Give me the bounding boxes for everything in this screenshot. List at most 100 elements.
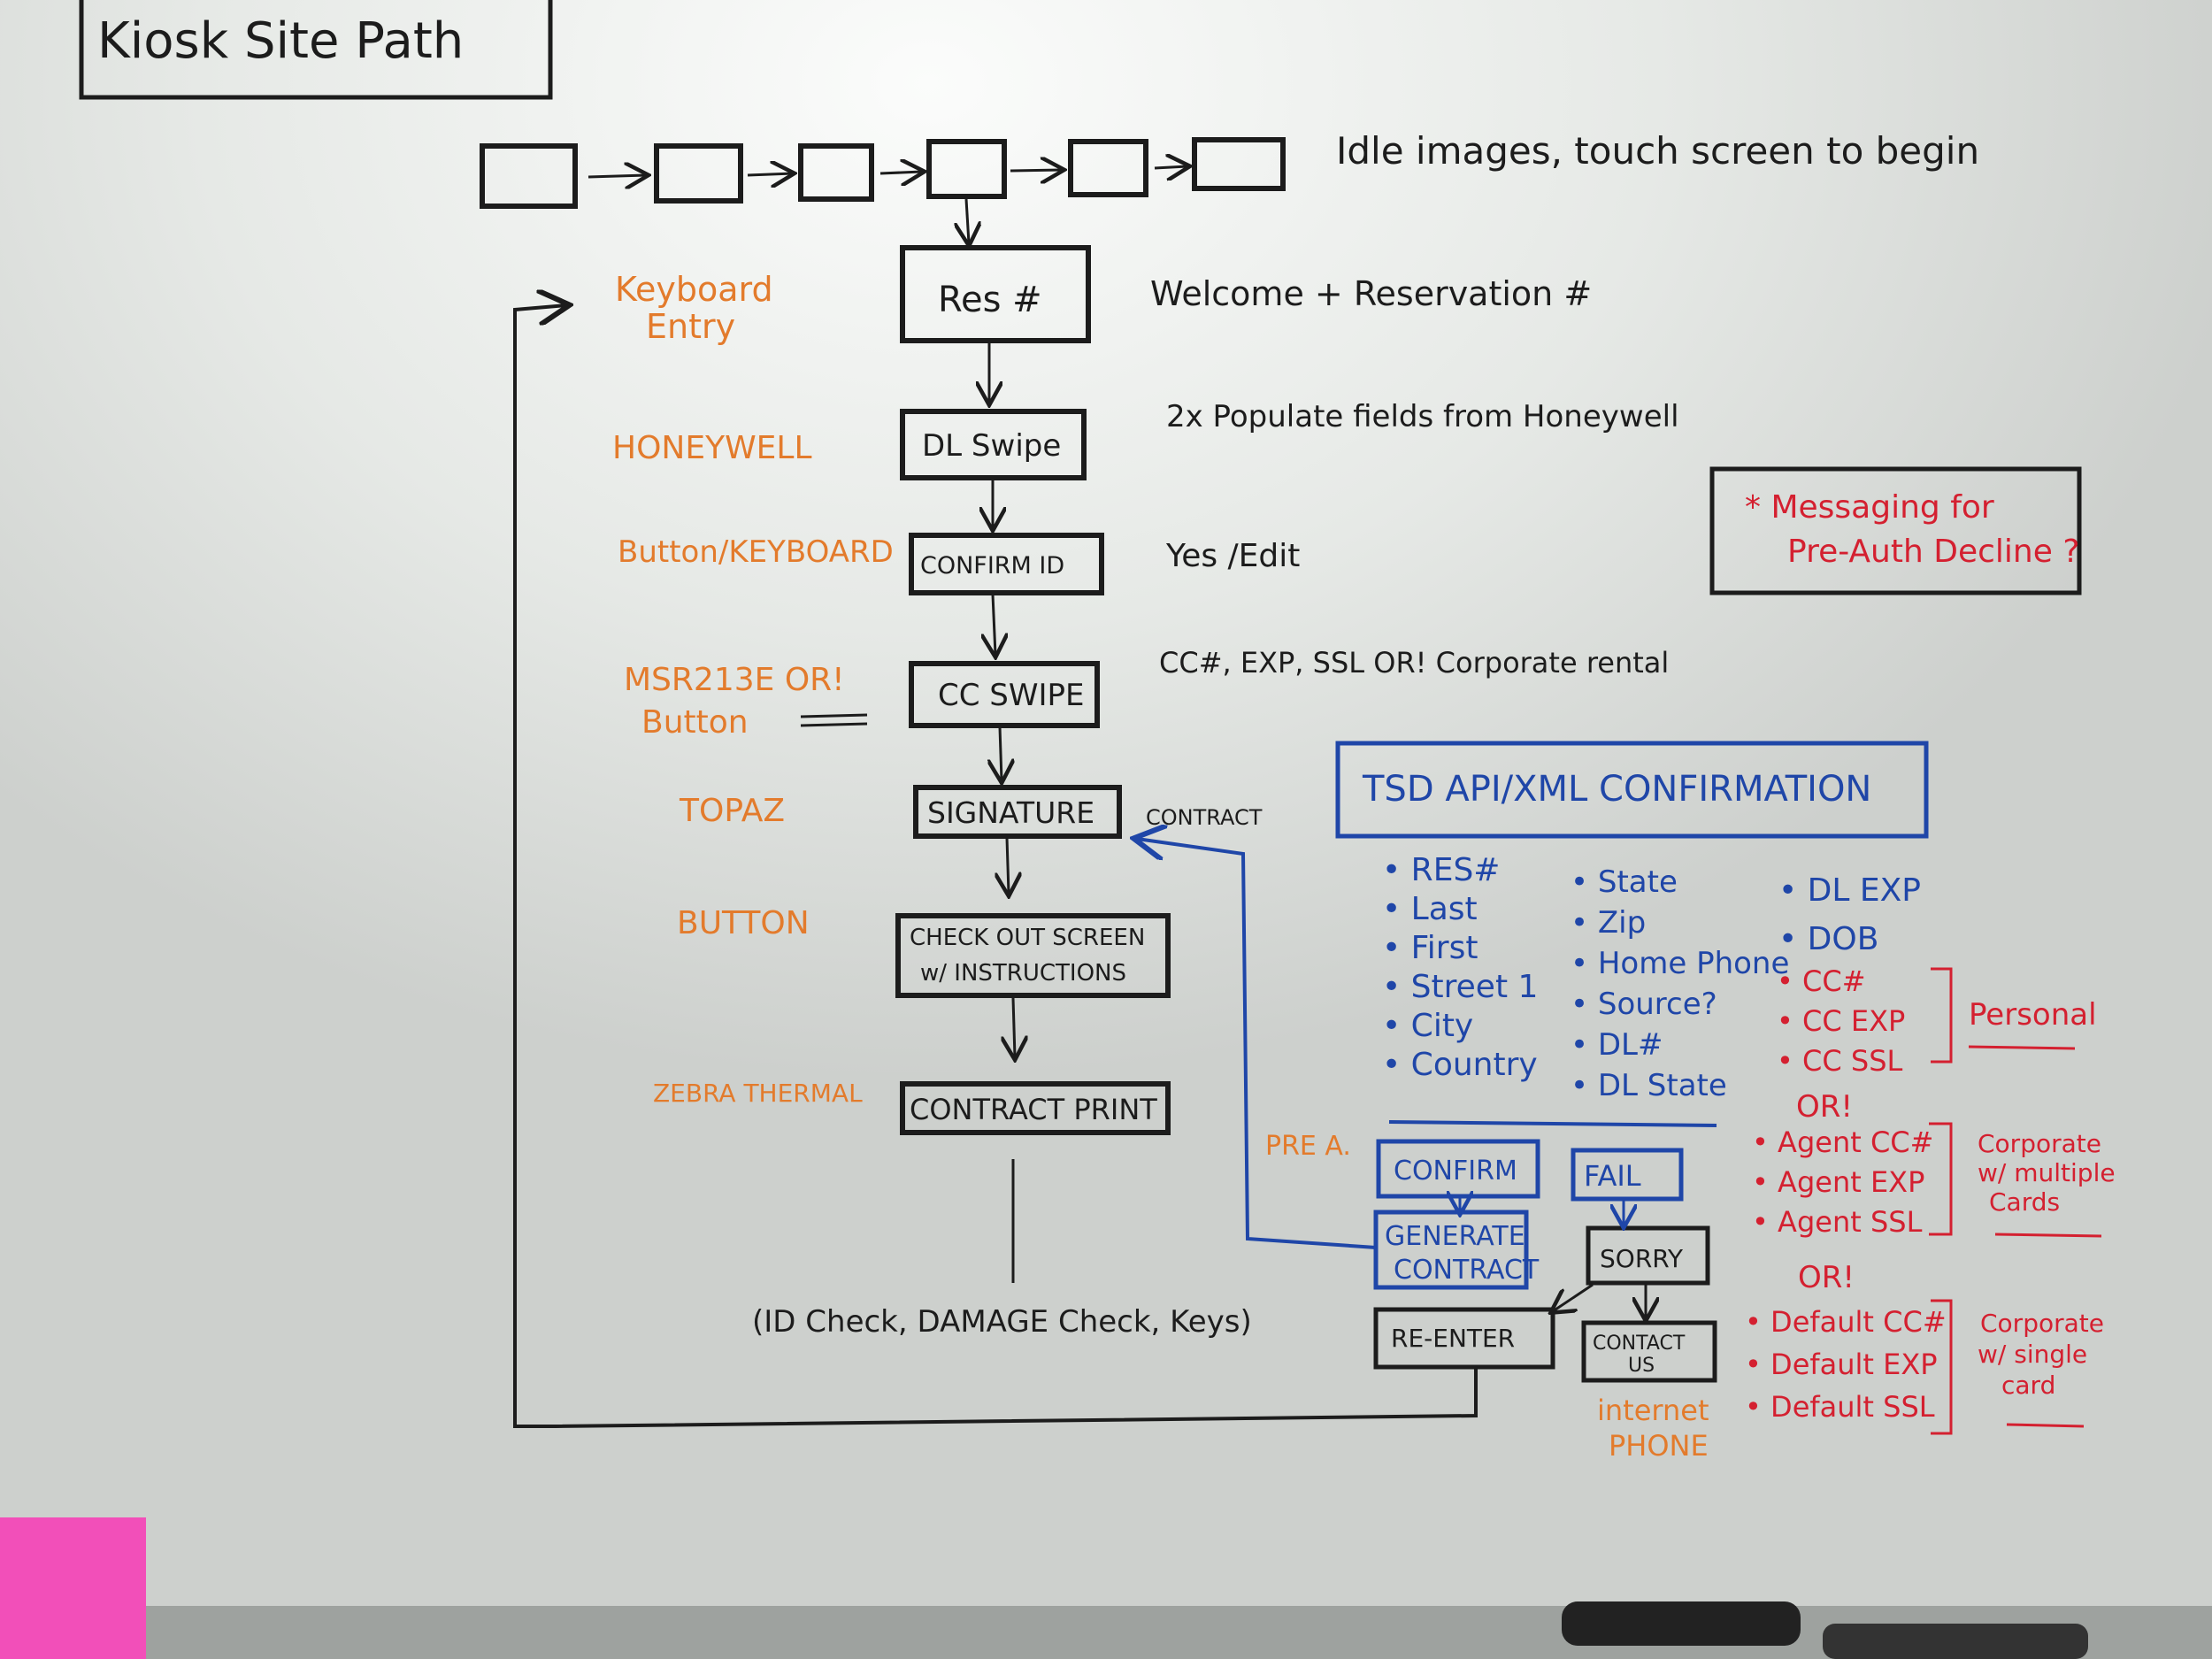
contract-print-box (900, 1081, 1171, 1135)
reenter-label: RE-ENTER (1391, 1324, 1515, 1353)
tsd-fields-col2: • State • Zip • Home Phone • Source? • DL# • … (1571, 864, 1789, 1103)
bullet-item: • CC SSL (1777, 1044, 1903, 1078)
bullet-item: • DOB (1778, 921, 1878, 957)
agent-label: Corporate w/ multiple Cards (1978, 1129, 2123, 1217)
tsd-title: TSD API/XML CONFIRMATION (1362, 769, 1871, 810)
bullet-item: • Source? (1571, 987, 1717, 1022)
cc-swipe-label: CC SWIPE (938, 678, 1085, 713)
sorry-box (1586, 1225, 1710, 1286)
signature-box (913, 785, 1122, 839)
bullet-item: • Agent SSL (1752, 1205, 1923, 1239)
note-cc: CC#, EXP, SSL OR! Corporate rental (1159, 646, 1669, 680)
bullet-item: • Home Phone (1571, 946, 1789, 981)
input-msr: MSR213E OR!Button (624, 662, 845, 741)
dl-swipe-box (900, 409, 1087, 480)
idle-arrows (588, 166, 1187, 243)
bullet-item: • DL EXP (1778, 872, 1921, 909)
bullet-item: • Zip (1571, 905, 1646, 941)
idle-label: Idle images, touch screen to begin (1336, 129, 1979, 173)
title-box (79, 0, 553, 100)
res-label: Res # (938, 280, 1042, 320)
contract-print-label: CONTRACT PRINT (910, 1093, 1157, 1126)
confirm-label: CONFIRM (1394, 1156, 1517, 1187)
bullet-item: • DL# (1571, 1027, 1663, 1063)
marker-pen (1562, 1601, 1801, 1646)
bullet-item: • Default CC# (1745, 1305, 1947, 1339)
tsd-agent-fields: • Agent CC# • Agent EXP • Agent SSL (1752, 1125, 1933, 1239)
reenter-box (1373, 1307, 1555, 1370)
confirm-id-label: CONFIRM ID (920, 552, 1064, 580)
or-label-2: OR! (1798, 1260, 1855, 1295)
bullet-item: • RES# (1382, 852, 1500, 888)
step-notes: Welcome + Reservation # 2x Populate fiel… (752, 274, 1679, 1340)
dl-swipe-label: DL Swipe (922, 428, 1061, 464)
bullet-item: • Default EXP (1745, 1348, 1938, 1381)
signature-label: SIGNATURE (927, 795, 1094, 830)
page-title: Kiosk Site Path (97, 12, 464, 70)
note-populate: 2x Populate fields from Honeywell (1166, 399, 1679, 434)
input-button-keyboard: Button/KEYBOARD (618, 534, 894, 570)
personal-label: Personal (1969, 997, 2097, 1033)
bullet-item: • Street 1 (1382, 969, 1538, 1005)
tsd-default-fields: • Default CC# • Default EXP • Default SSL (1745, 1305, 1947, 1424)
bullet-item: • Last (1382, 891, 1478, 927)
bullet-item: • CC# (1777, 964, 1866, 998)
final-note: (ID Check, DAMAGE Check, Keys) (752, 1304, 1252, 1340)
bullet-item: • Agent EXP (1752, 1165, 1924, 1199)
idle-screen (798, 143, 874, 202)
bullet-item: • Agent CC# (1752, 1125, 1933, 1159)
idle-screen (926, 139, 1007, 199)
input-button: BUTTON (677, 905, 810, 941)
flow-boxes (895, 245, 1171, 1135)
bullet-item: • First (1382, 930, 1478, 966)
idle-screen (480, 143, 578, 209)
tsd-title-box (1335, 741, 1929, 839)
tsd-divider (1388, 1120, 1717, 1127)
fail-label: FAIL (1584, 1159, 1641, 1193)
generate-label: GENERATE CONTRACT (1385, 1221, 1540, 1286)
checkout-label: CHECK OUT SCREEN w/ INSTRUCTIONS (910, 925, 1153, 987)
bullet-item: • Default SSL (1745, 1390, 1935, 1424)
note-contract: CONTRACT (1146, 805, 1263, 830)
default-label: Corporate w/ single card (1978, 1309, 2112, 1400)
messaging-note: * Messaging for Pre-Auth Decline ? (1745, 489, 2079, 570)
cc-swipe-box (909, 661, 1100, 728)
bullet-item: • State (1571, 864, 1678, 900)
input-topaz: TOPAZ (679, 793, 785, 829)
option-brackets (1929, 967, 2102, 1435)
idle-screen (654, 143, 743, 204)
tsd-fields-col3: • DL EXP • DOB (1778, 872, 1921, 957)
confirm-id-box (909, 533, 1104, 595)
outcome-arrows (1137, 839, 1646, 1318)
fail-box (1571, 1148, 1684, 1202)
tsd-fields-col1: • RES#• Last• First• Street 1• City• Cou… (1382, 852, 1538, 1083)
bullet-item: • City (1382, 1008, 1473, 1044)
contact-channels: internet PHONE (1597, 1394, 1718, 1463)
messaging-box (1709, 466, 2082, 595)
idle-screen (1192, 137, 1286, 191)
msr-underline (800, 713, 868, 727)
pre-a-label: PRE A. (1265, 1131, 1351, 1162)
idle-screen (1068, 139, 1148, 197)
note-yes-edit: Yes /Edit (1165, 538, 1300, 574)
marker-pen-2 (1823, 1624, 2088, 1659)
bullet-item: • CC EXP (1777, 1004, 1905, 1038)
loop-back-line (513, 305, 1478, 1428)
note-welcome: Welcome + Reservation # (1150, 274, 1592, 313)
tsd-personal-fields: • CC# • CC EXP • CC SSL (1777, 964, 1905, 1078)
flow-arrows (989, 342, 1015, 1283)
idle-screens (480, 137, 1286, 209)
bullet-item: • DL State (1571, 1068, 1727, 1103)
input-honeywell: HONEYWELL (612, 430, 812, 466)
input-zebra: ZEBRA THERMAL (653, 1079, 863, 1108)
checkout-box (895, 913, 1171, 998)
sticky-note (0, 1517, 146, 1659)
sorry-label: SORRY (1600, 1244, 1684, 1273)
res-box (900, 245, 1091, 343)
bullet-item: • Country (1382, 1047, 1538, 1083)
or-label-1: OR! (1796, 1089, 1853, 1125)
